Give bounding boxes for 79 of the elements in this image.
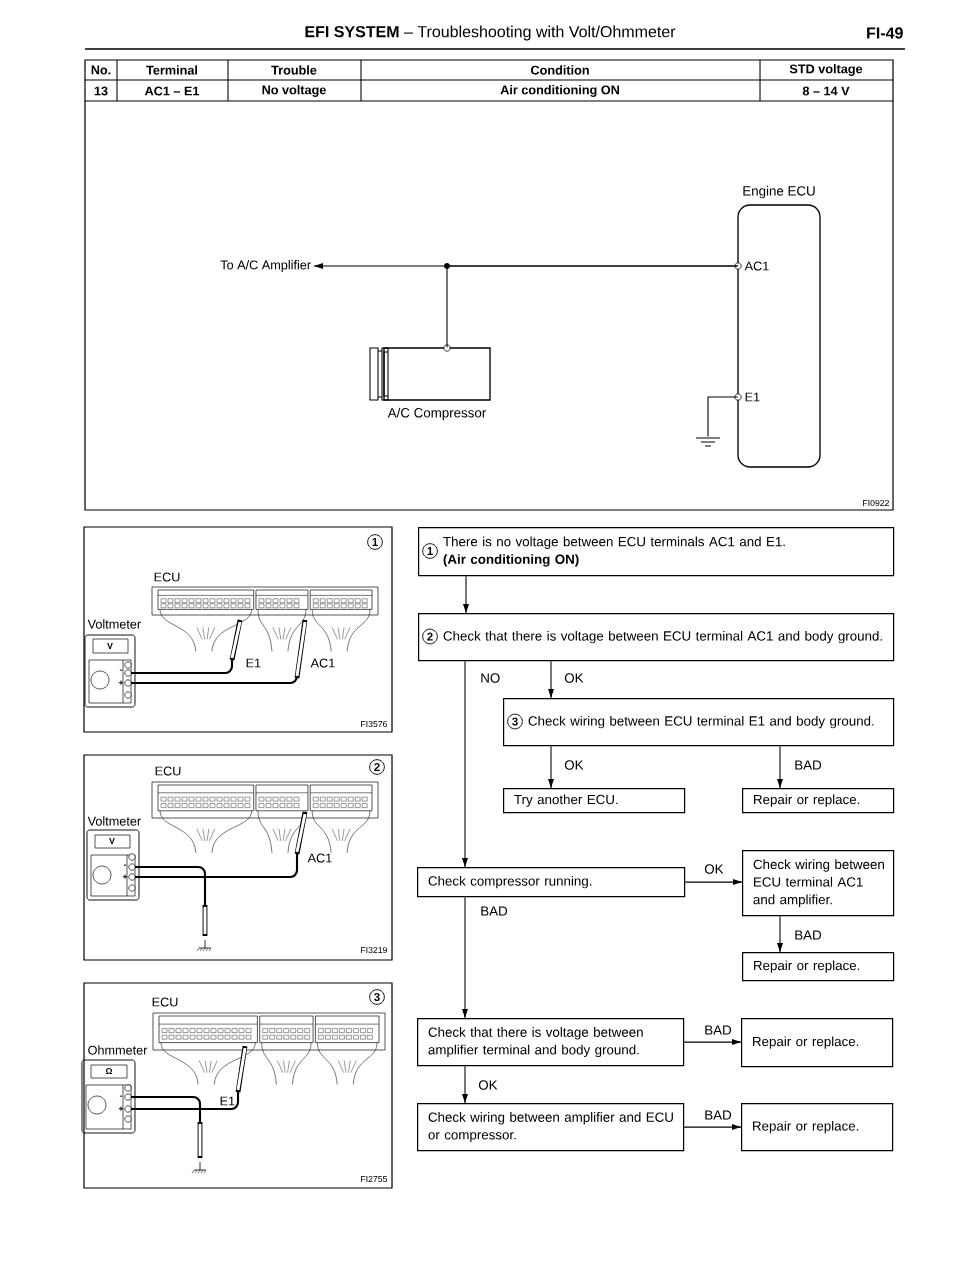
meter-label: Voltmeter <box>87 619 141 629</box>
edge-label: BAD <box>478 904 510 918</box>
polarity-sign: + <box>118 1106 124 1111</box>
ground-symbol <box>695 437 721 447</box>
step-number: 2 <box>422 628 438 645</box>
figure-code: FI3576 <box>361 720 387 728</box>
terminal-label: E1 <box>246 658 261 668</box>
terminal-label: E1 <box>745 392 760 402</box>
meter-symbol: Ω <box>105 1068 113 1075</box>
polarity-sign: - <box>119 669 123 671</box>
edge-label: OK <box>702 862 726 876</box>
meter-symbol: V <box>107 643 113 649</box>
arrow <box>548 660 554 699</box>
action-box: Repair or replace. <box>741 1103 894 1152</box>
step-number: 1 <box>422 543 438 559</box>
step-number: 2 <box>369 759 385 775</box>
meter-label: Ohmmeter <box>88 1045 148 1055</box>
action-box: Check wiring between amplifier and ECU or compressor. <box>417 1103 685 1152</box>
step-number: 3 <box>369 989 385 1005</box>
terminal-label: AC1 <box>744 261 769 271</box>
column-header: Terminal <box>146 65 197 75</box>
arrow <box>462 896 468 1019</box>
arrow <box>684 879 743 886</box>
column-header: STD voltage <box>789 64 863 76</box>
action-box: Check that there is voltage between amplifier terminal and body ground. <box>417 1018 685 1067</box>
connection-label: To A/C Amplifier <box>220 260 311 272</box>
edge-label: OK <box>562 758 586 772</box>
wire <box>446 265 739 348</box>
table-value: No voltage <box>262 85 326 97</box>
component-label: Engine ECU <box>743 185 815 199</box>
edge-label: OK <box>476 1078 500 1092</box>
arrow <box>463 575 469 614</box>
action-box: Repair or replace. <box>742 952 895 982</box>
arrow <box>777 745 783 789</box>
edge-label: BAD <box>702 1023 734 1037</box>
terminal-label: E1 <box>220 1096 235 1106</box>
figure-code: FI2755 <box>361 1175 388 1183</box>
polarity-sign: + <box>122 874 128 879</box>
arrow <box>462 1065 468 1104</box>
part-label: ECU <box>155 766 181 776</box>
page-title: EFI SYSTEM – Troubleshooting with Volt/Ohmmeter <box>305 25 676 41</box>
terminal-label: AC1 <box>310 658 335 668</box>
figure-code: FI0922 <box>863 499 889 507</box>
arrow <box>683 1039 742 1046</box>
step-number: 1 <box>367 534 383 550</box>
action-box: Repair or replace. <box>741 1018 894 1068</box>
column-header: Trouble <box>271 65 317 75</box>
arrow <box>548 745 554 789</box>
arrow <box>777 915 783 953</box>
arrow <box>683 1124 742 1131</box>
column-header: Condition <box>531 65 589 75</box>
action-box: Check wiring between ECU terminal AC1 and amplifier. <box>742 850 895 917</box>
part-label: ECU <box>154 572 180 582</box>
polarity-sign: + <box>118 680 124 685</box>
terminal-label: AC1 <box>307 853 332 863</box>
polarity-sign: - <box>119 1095 123 1097</box>
table-value: AC1 – E1 <box>144 86 200 96</box>
table-value: 8 – 14 V <box>802 86 850 96</box>
arrow <box>462 660 468 868</box>
part-label: ECU <box>152 997 178 1007</box>
table-value: 13 <box>94 86 108 96</box>
action-box: Try another ECU. <box>503 788 686 814</box>
edge-label: BAD <box>792 758 824 772</box>
action-box: Check compressor running. <box>417 867 686 898</box>
component-label: A/C Compressor <box>387 407 487 421</box>
action-box: Repair or replace. <box>742 788 895 814</box>
table-value: Air conditioning ON <box>500 85 619 97</box>
wire <box>707 396 739 437</box>
edge-label: NO <box>478 671 503 685</box>
edge-label: BAD <box>702 1108 734 1122</box>
step-number: 3 <box>507 713 523 730</box>
meter-symbol: V <box>109 838 115 844</box>
page-number: FI-49 <box>867 27 903 39</box>
meter-label: Voltmeter <box>87 816 141 826</box>
figure-code: FI3219 <box>361 946 387 954</box>
edge-label: BAD <box>792 928 824 942</box>
edge-label: OK <box>562 671 586 685</box>
polarity-sign: - <box>123 864 127 866</box>
column-header: No. <box>91 65 111 75</box>
